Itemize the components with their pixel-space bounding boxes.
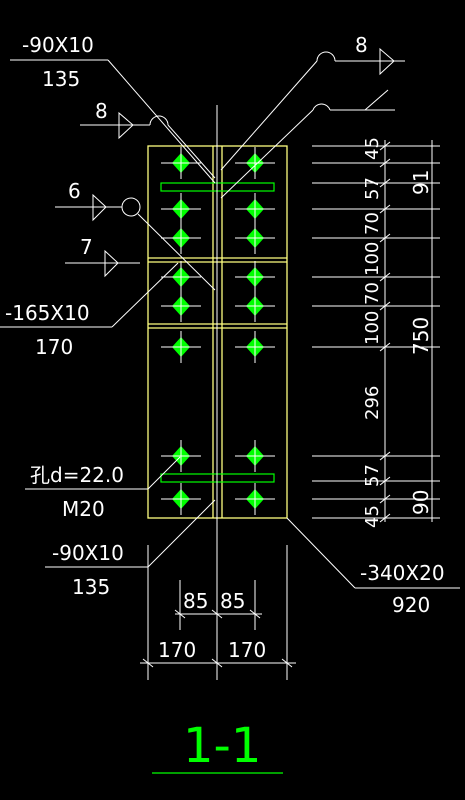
- mid-plate-length: 170: [35, 335, 73, 359]
- weld-size-6: 6: [68, 179, 81, 203]
- right-leaders: [220, 47, 460, 589]
- right-dimension-lines: [312, 140, 440, 523]
- bolt: [235, 440, 275, 472]
- weld-size-top-right: 8: [355, 33, 368, 57]
- top-left-plate-length: 135: [42, 67, 80, 91]
- mid-plate-size: -165X10: [5, 301, 90, 325]
- dim-outer-left: 170: [158, 638, 196, 662]
- bolt: [235, 222, 275, 254]
- right-dim-text: 100: [362, 311, 383, 345]
- bolt: [161, 290, 201, 322]
- bolt: [235, 193, 275, 225]
- right-dim-text: 296: [362, 386, 383, 420]
- right-dim-text: 57: [362, 177, 383, 200]
- overall-top-dim: 91: [409, 170, 433, 195]
- bolt: [235, 261, 275, 293]
- hole-diameter-label: 孔d=22.0: [30, 463, 124, 487]
- bolt: [161, 147, 201, 179]
- bottom-left-plate-size: -90X10: [52, 541, 124, 565]
- top-left-plate-size: -90X10: [22, 33, 94, 57]
- bolt-size-label: M20: [62, 497, 105, 521]
- bolt: [235, 483, 275, 515]
- weld-size-7: 7: [80, 235, 93, 259]
- right-dim-text: 45: [362, 137, 383, 160]
- bottom-left-plate-length: 135: [72, 575, 110, 599]
- right-dim-text: 100: [362, 242, 383, 276]
- bolt: [235, 331, 275, 363]
- bolt: [161, 483, 201, 515]
- bolt: [161, 261, 201, 293]
- dim-inner-right: 85: [220, 589, 245, 613]
- base-plate-size: -340X20: [360, 561, 445, 585]
- dim-inner-left: 85: [183, 589, 208, 613]
- weld-size-top-left: 8: [95, 99, 108, 123]
- overall-bottom-dim: 90: [409, 490, 433, 515]
- base-plate-length: 920: [392, 593, 430, 617]
- right-dim-text: 57: [362, 464, 383, 487]
- right-dim-text: 45: [362, 505, 383, 528]
- bolt: [161, 331, 201, 363]
- right-dim-text: 70: [362, 282, 383, 305]
- bolt: [235, 290, 275, 322]
- bolt: [235, 147, 275, 179]
- right-dim-text: 70: [362, 212, 383, 235]
- overall-total-dim: 750: [409, 317, 433, 355]
- right-dimension-texts: 45 57 70 100 70 100 296 57 45: [362, 137, 383, 528]
- bolt: [161, 193, 201, 225]
- bolt: [161, 222, 201, 254]
- bolt-group: [161, 147, 275, 515]
- bolt: [161, 440, 201, 472]
- leader-lines: [0, 59, 216, 568]
- dim-outer-right: 170: [228, 638, 266, 662]
- bottom-dimension-lines: [140, 545, 296, 680]
- section-title: 1-1: [183, 718, 261, 774]
